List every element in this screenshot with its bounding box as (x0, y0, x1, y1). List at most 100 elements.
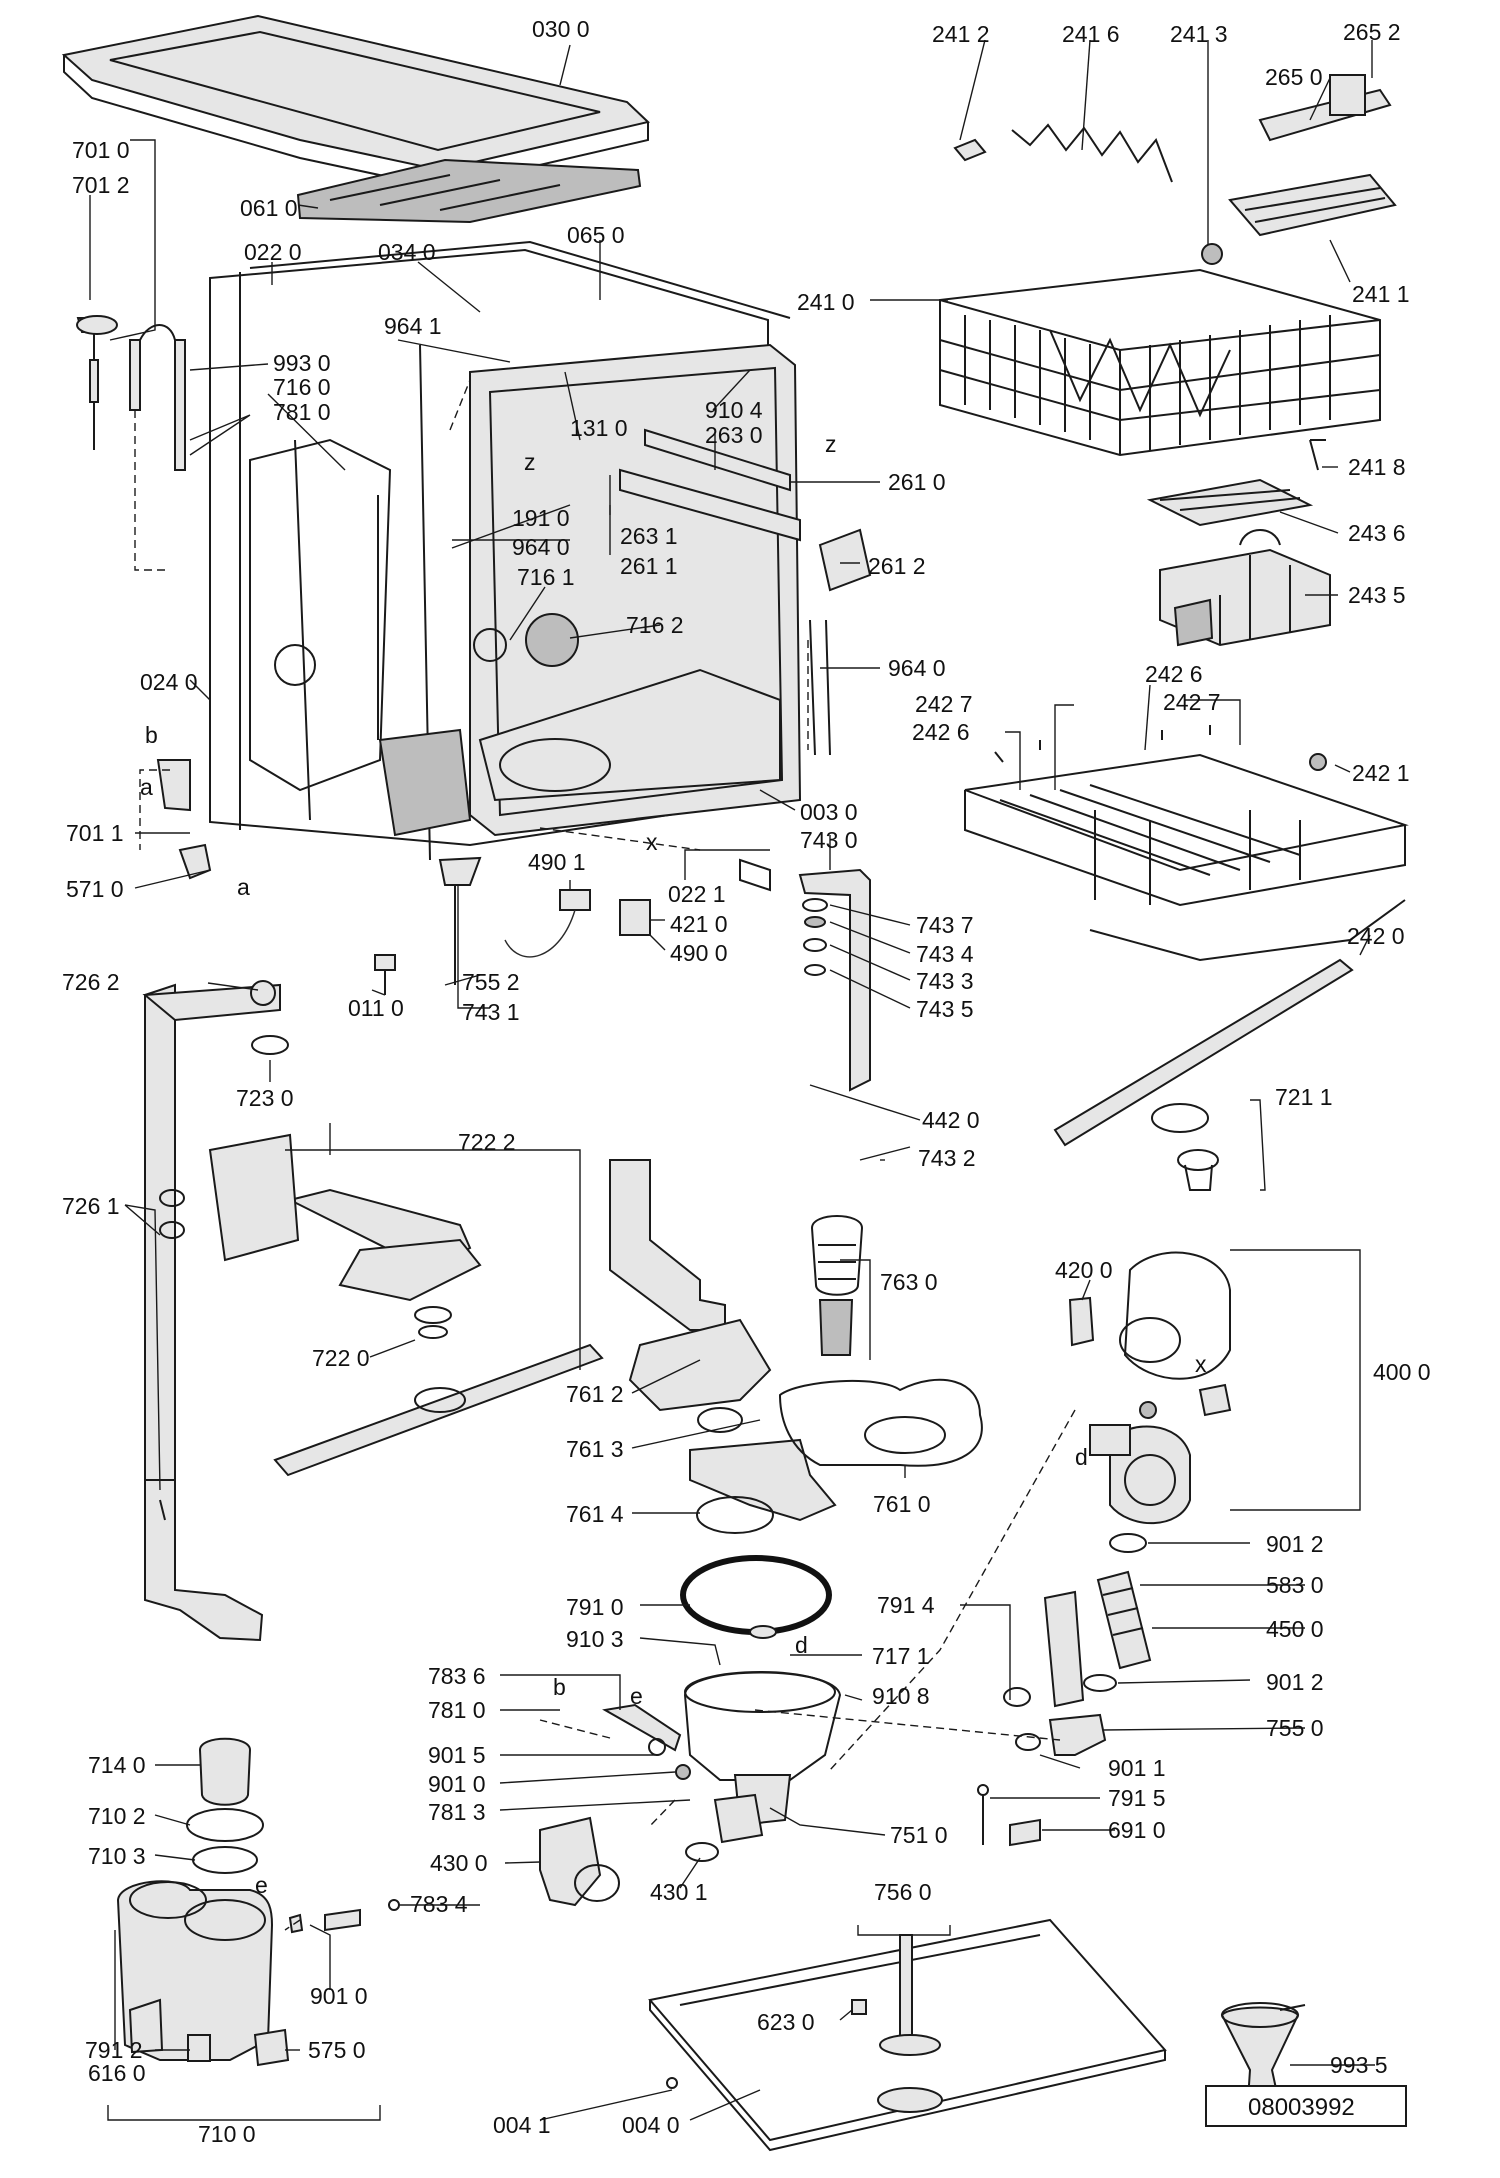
label-701-0: 701 0 (72, 137, 130, 163)
label-242-1: 242 1 (1352, 760, 1410, 786)
label-241-3: 241 3 (1170, 21, 1228, 47)
filter-assembly (778, 1215, 983, 1467)
label-743-3: 743 3 (916, 968, 974, 994)
label-242-7-b: 242 7 (1163, 689, 1221, 715)
label-755-0: 755 0 (1266, 1715, 1324, 1741)
label-726-1: 726 1 (62, 1193, 120, 1219)
label-761-2: 761 2 (566, 1381, 624, 1407)
label-910-3: 910 3 (566, 1626, 624, 1652)
label-791-5: 791 5 (1108, 1785, 1166, 1811)
label-241-0: 241 0 (797, 289, 855, 315)
label-263-0: 263 0 (705, 422, 763, 448)
label-901-2: 901 2 (1266, 1531, 1324, 1557)
label-901-5: 901 5 (428, 1742, 486, 1768)
label-755-2: 755 2 (462, 969, 520, 995)
label-763-0: 763 0 (880, 1269, 938, 1295)
label-242-7: 242 7 (915, 691, 973, 717)
label-575-0: 575 0 (308, 2037, 366, 2063)
label-061-0: 061 0 (240, 195, 298, 221)
label-420-0: 420 0 (1055, 1257, 1113, 1283)
label-722-2: 722 2 (458, 1129, 516, 1155)
label-717-1: 717 1 (872, 1643, 930, 1669)
label-726-2: 726 2 (62, 969, 120, 995)
label-430-1: 430 1 (650, 1879, 708, 1905)
label-710-3: 710 3 (88, 1843, 146, 1869)
label-743-5: 743 5 (916, 996, 974, 1022)
label-756-0: 756 0 (874, 1879, 932, 1905)
label-743-2: 743 2 (918, 1145, 976, 1171)
label-490-1: 490 1 (528, 849, 586, 875)
insulation-mat (296, 158, 642, 224)
label-242-0: 242 0 (1347, 923, 1405, 949)
label-781-3: 781 3 (428, 1799, 486, 1825)
label-781-0: 781 0 (273, 399, 331, 425)
leader-lines (89, 39, 1375, 2121)
lower-left-parts (374, 856, 871, 1092)
label-241-6: 241 6 (1062, 21, 1120, 47)
label-701-1: 701 1 (66, 820, 124, 846)
letter-a-2: a (237, 874, 250, 900)
label-261-0: 261 0 (888, 469, 946, 495)
label-243-6: 243 6 (1348, 520, 1406, 546)
label-791-4: 791 4 (877, 1592, 935, 1618)
label-964-0-b: 964 0 (888, 655, 946, 681)
worktop-panel (61, 14, 651, 190)
assembly-lines (139, 769, 1076, 1931)
label-993-0: 993 0 (273, 350, 331, 376)
label-011-0: 011 0 (348, 995, 404, 1021)
letter-b-1: b (145, 722, 158, 748)
label-442-0: 442 0 (922, 1107, 980, 1133)
label-242-6: 242 6 (1145, 661, 1203, 687)
label-421-0: 421 0 (670, 911, 728, 937)
label-751-0: 751 0 (890, 1822, 948, 1848)
label-964-0: 964 0 (512, 534, 570, 560)
label-241-2: 241 2 (932, 21, 990, 47)
label-131-0: 131 0 (570, 415, 628, 441)
rails (619, 428, 872, 592)
base-tray (648, 1918, 1167, 2152)
label-003-0: 003 0 (800, 799, 858, 825)
label-761-0: 761 0 (873, 1491, 931, 1517)
label-242-6-b: 242 6 (912, 719, 970, 745)
label-723-0: 723 0 (236, 1085, 294, 1111)
label-721-1: 721 1 (1275, 1084, 1333, 1110)
label-761-4: 761 4 (566, 1501, 624, 1527)
letter-x-2: x (1195, 1351, 1207, 1377)
label-583-0: 583 0 (1266, 1572, 1324, 1598)
label-791-2: 791 2 (85, 2037, 143, 2063)
label-761-3: 761 3 (566, 1436, 624, 1462)
left-fittings (76, 315, 212, 880)
label-710-2: 710 2 (88, 1803, 146, 1829)
spray-arm-middle (273, 1188, 604, 1477)
label-781-0-b: 781 0 (428, 1697, 486, 1723)
drawing-number: 08003992 (1248, 2094, 1355, 2121)
reference-letters: z z b a a x x d d b e e (140, 431, 1207, 1898)
label-400-0: 400 0 (1373, 1359, 1431, 1385)
label-714-0: 714 0 (88, 1752, 146, 1778)
drawing-number-box: 08003992 (1205, 2085, 1407, 2127)
label-743-7: 743 7 (916, 912, 974, 938)
label-901-0-b: 901 0 (310, 1983, 368, 2009)
label-710-0: 710 0 (198, 2121, 256, 2147)
label-743-4: 743 4 (916, 941, 974, 967)
label-030-0: 030 0 (532, 16, 590, 42)
label-241-1: 241 1 (1352, 281, 1410, 307)
center-pipe (609, 1159, 837, 1534)
letter-d-2: d (795, 1632, 808, 1658)
label-430-0: 430 0 (430, 1850, 488, 1876)
label-623-0: 623 0 (757, 2009, 815, 2035)
label-901-1: 901 1 (1108, 1755, 1166, 1781)
label-265-0: 265 0 (1265, 64, 1323, 90)
label-616-0: 616 0 (88, 2060, 146, 2086)
label-004-0: 004 0 (622, 2112, 680, 2138)
seal-ring (680, 1555, 832, 1635)
label-241-8: 241 8 (1348, 454, 1406, 480)
letter-x-1: x (646, 829, 658, 855)
letter-b-2: b (553, 1674, 566, 1700)
label-716-0: 716 0 (273, 374, 331, 400)
label-261-1: 261 1 (620, 553, 678, 579)
label-722-0: 722 0 (312, 1345, 370, 1371)
label-993-5: 993 5 (1330, 2052, 1388, 2078)
label-910-4: 910 4 (705, 397, 763, 423)
